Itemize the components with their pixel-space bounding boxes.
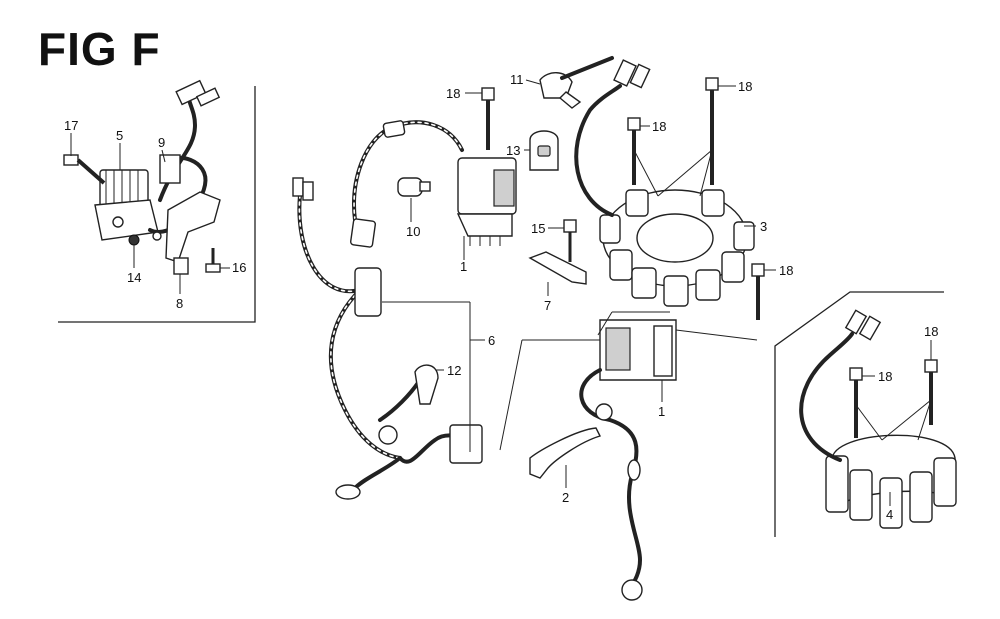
callout-18-stator-right: 18 <box>738 79 752 94</box>
callout-17: 17 <box>64 118 78 133</box>
spark-plug-wire <box>349 120 464 248</box>
callout-1-upper: 1 <box>460 259 467 274</box>
stator-3 <box>599 189 755 307</box>
bracket-8 <box>165 191 221 275</box>
bolt-16 <box>205 248 221 273</box>
callout-7: 7 <box>544 298 551 313</box>
callout-8: 8 <box>176 296 183 311</box>
grommet-13 <box>529 130 559 171</box>
stator-4 <box>825 434 957 529</box>
callout-9: 9 <box>158 135 165 150</box>
left-inset-frame <box>58 86 256 323</box>
bolt-18-side <box>751 263 765 320</box>
clamp-12 <box>414 364 439 405</box>
figure-title: FIG F <box>38 23 161 75</box>
callout-labels: 17 5 9 14 8 16 18 11 13 10 1 15 7 18 18 … <box>64 72 938 522</box>
cap-10 <box>397 177 431 197</box>
ignition-coil-1-lower <box>597 311 677 381</box>
callout-5: 5 <box>116 128 123 143</box>
right-inset-frame <box>774 291 944 537</box>
callout-6: 6 <box>488 333 495 348</box>
bolt-18-upper <box>481 87 495 150</box>
callout-18-inset-right: 18 <box>924 324 938 339</box>
callout-11: 11 <box>510 72 524 87</box>
bracket-7 <box>528 251 587 285</box>
stator-4-wiring <box>799 309 882 462</box>
callout-14: 14 <box>127 270 141 285</box>
clamp-2 <box>529 427 601 479</box>
leader-lines <box>70 79 932 506</box>
ignition-coil-1-upper <box>456 157 517 246</box>
callout-10: 10 <box>406 224 420 239</box>
callout-15: 15 <box>531 221 545 236</box>
callout-2: 2 <box>562 490 569 505</box>
callout-18-side: 18 <box>779 263 793 278</box>
callout-3: 3 <box>760 219 767 234</box>
callout-18-stator: 18 <box>652 119 666 134</box>
bolt-18-stator <box>627 77 719 185</box>
callout-16: 16 <box>232 260 246 275</box>
regulator-rectifier <box>94 169 159 241</box>
bolt-15 <box>563 219 577 262</box>
callout-12: 12 <box>447 363 461 378</box>
bolts-18-right-inset <box>849 359 938 438</box>
callout-4: 4 <box>886 507 893 522</box>
bolt-17 <box>63 154 106 185</box>
callout-1-lower: 1 <box>658 404 665 419</box>
callout-18-inset-left: 18 <box>878 369 892 384</box>
wire-harness-6 <box>292 177 483 500</box>
clip-11 <box>539 56 614 109</box>
stator-wiring <box>574 59 651 217</box>
callout-13: 13 <box>506 143 520 158</box>
coil-lower-wire <box>579 368 643 601</box>
callout-18-top: 18 <box>446 86 460 101</box>
